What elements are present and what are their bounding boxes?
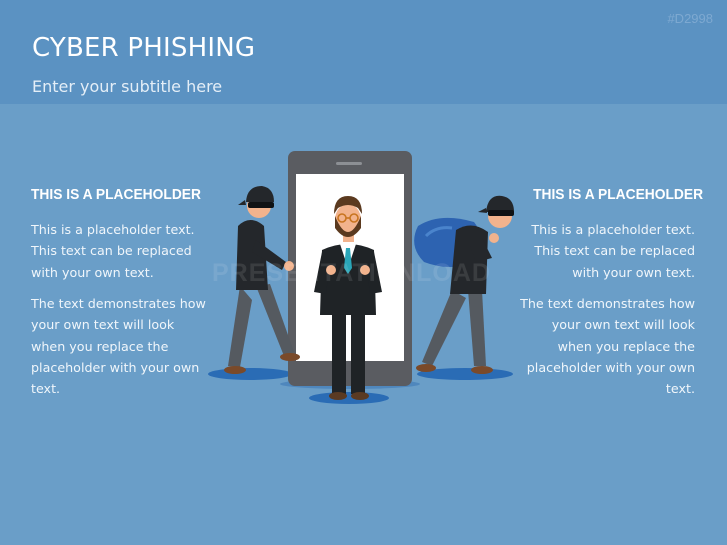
right-paragraph-1: This is a placeholder text. This text ca… [531, 222, 695, 280]
left-thief-shadow [208, 368, 292, 380]
man-shadow [309, 392, 389, 404]
right-paragraph-2: The text demonstrates how your own text … [520, 296, 695, 397]
slide-subtitle: Enter your subtitle here [32, 77, 223, 96]
businessman-icon [314, 196, 382, 400]
slide-title: CYBER PHISHING [32, 33, 256, 63]
left-paragraph-2: The text demonstrates how your own text … [31, 296, 206, 397]
left-paragraph-1: This is a placeholder text. This text ca… [31, 222, 195, 280]
watermark: PRESENTATIONLOAD [212, 259, 491, 287]
thief-with-sack-icon [414, 195, 514, 374]
header-band [0, 0, 727, 104]
slide-id: #D2998 [667, 11, 713, 26]
thief-pushing-icon [224, 186, 300, 374]
left-heading: THIS IS A PLACEHOLDER [31, 186, 201, 203]
right-heading: THIS IS A PLACEHOLDER [533, 186, 704, 203]
